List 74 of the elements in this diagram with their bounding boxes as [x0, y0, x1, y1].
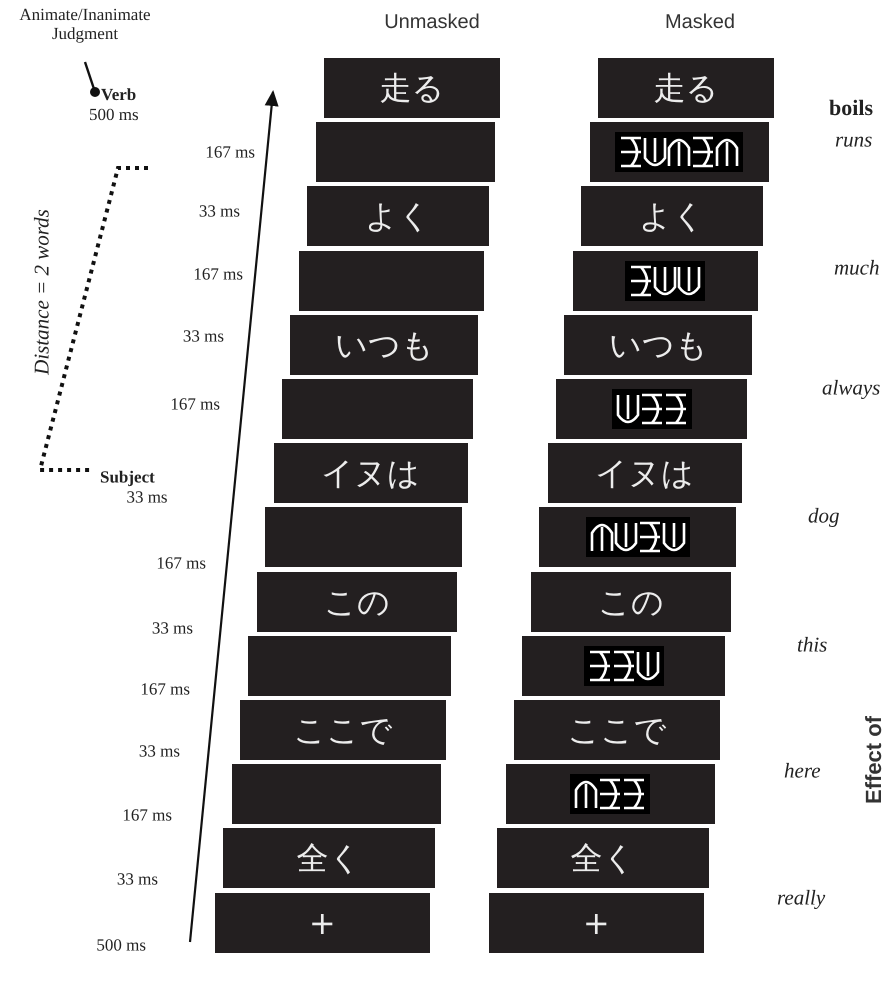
- duration-label: 167 ms: [156, 554, 206, 574]
- blank-slide: [280, 377, 475, 441]
- sentence-position-label: Subject: [100, 468, 155, 488]
- stimulus-word: いつも: [608, 328, 708, 361]
- column-heading: Unmasked: [384, 11, 480, 33]
- duration-label: 33 ms: [138, 742, 180, 762]
- stimulus-slide: [528, 570, 733, 634]
- stimulus-slide: [486, 890, 706, 955]
- duration-label: 500 ms: [89, 106, 139, 125]
- mask-slide: [504, 762, 717, 826]
- translation-label: really: [777, 886, 826, 910]
- blank-slide: [246, 634, 454, 698]
- axis-title: Effect of: [862, 716, 886, 804]
- duration-label: 33 ms: [182, 328, 224, 346]
- translation-label: runs: [835, 128, 872, 152]
- blank-slide: [263, 505, 464, 570]
- stimulus-word: 走る: [380, 72, 444, 104]
- mask-slide: [554, 377, 749, 441]
- stimulus-slide: [272, 441, 470, 506]
- duration-label: 33 ms: [152, 620, 193, 638]
- word-label: boils: [829, 96, 874, 120]
- stimulus-slide: [254, 570, 459, 634]
- stimulus-word: よく: [639, 200, 706, 232]
- translation-label: much: [834, 256, 880, 280]
- stimulus-slide: [512, 698, 722, 762]
- stimulus-word: この: [598, 586, 664, 618]
- sentence-position-label: Verb: [101, 86, 149, 105]
- duration-label: 500 ms: [96, 936, 146, 956]
- stimulus-slide: [495, 826, 712, 890]
- duration-label: 33 ms: [198, 202, 240, 222]
- stimulus-word: +: [582, 906, 610, 939]
- stimulus-slide: [322, 56, 502, 120]
- blank-slide: [230, 762, 443, 826]
- stimulus-word: ここで: [568, 714, 666, 746]
- translation-label: this: [797, 633, 828, 657]
- stimulus-slide: [238, 698, 448, 762]
- stimulus-word: いつも: [334, 328, 434, 361]
- mask-slide: [588, 120, 771, 184]
- duration-label: 33 ms: [116, 870, 158, 890]
- duration-label: 167 ms: [170, 396, 220, 414]
- task-label: Animate/Inanimate Judgment: [10, 6, 160, 44]
- stimulus-word: 全く: [570, 842, 636, 874]
- stimulus-word: よく: [365, 200, 432, 232]
- mask-slide: [570, 248, 760, 313]
- translation-label: always: [822, 376, 880, 400]
- stimulus-slide: [562, 312, 754, 377]
- translation-label: here: [784, 759, 821, 783]
- stimulus-word: ここで: [294, 714, 392, 746]
- column-heading: Masked: [664, 11, 736, 33]
- stimulus-slide: [212, 890, 432, 955]
- duration-label: 167 ms: [193, 266, 243, 284]
- stimulus-word: +: [308, 906, 336, 939]
- stimulus-slide: [546, 441, 744, 506]
- leader-line: [84, 62, 100, 97]
- duration-label: 167 ms: [205, 144, 255, 162]
- mask-slide: [520, 634, 728, 698]
- duration-label: 167 ms: [140, 680, 190, 700]
- stimulus-word: 全く: [296, 842, 362, 874]
- blank-slide: [314, 120, 497, 184]
- stimulus-word: イヌは: [321, 457, 420, 490]
- translation-label: dog: [808, 504, 840, 528]
- blank-slide: [296, 248, 486, 313]
- stimulus-slide: [221, 826, 438, 890]
- duration-label: 33 ms: [126, 488, 168, 508]
- mask-slide: [537, 505, 738, 570]
- stimulus-word: 走る: [654, 72, 718, 104]
- stimulus-slide: [579, 184, 766, 248]
- stimulus-slide: [596, 56, 776, 120]
- stimulus-slide: [305, 184, 492, 248]
- stimulus-word: この: [324, 586, 390, 618]
- stimulus-slide: [288, 312, 480, 377]
- stimulus-word: イヌは: [595, 457, 694, 490]
- distance-label: Distance = 2 words: [30, 209, 54, 375]
- duration-label: 167 ms: [122, 806, 172, 826]
